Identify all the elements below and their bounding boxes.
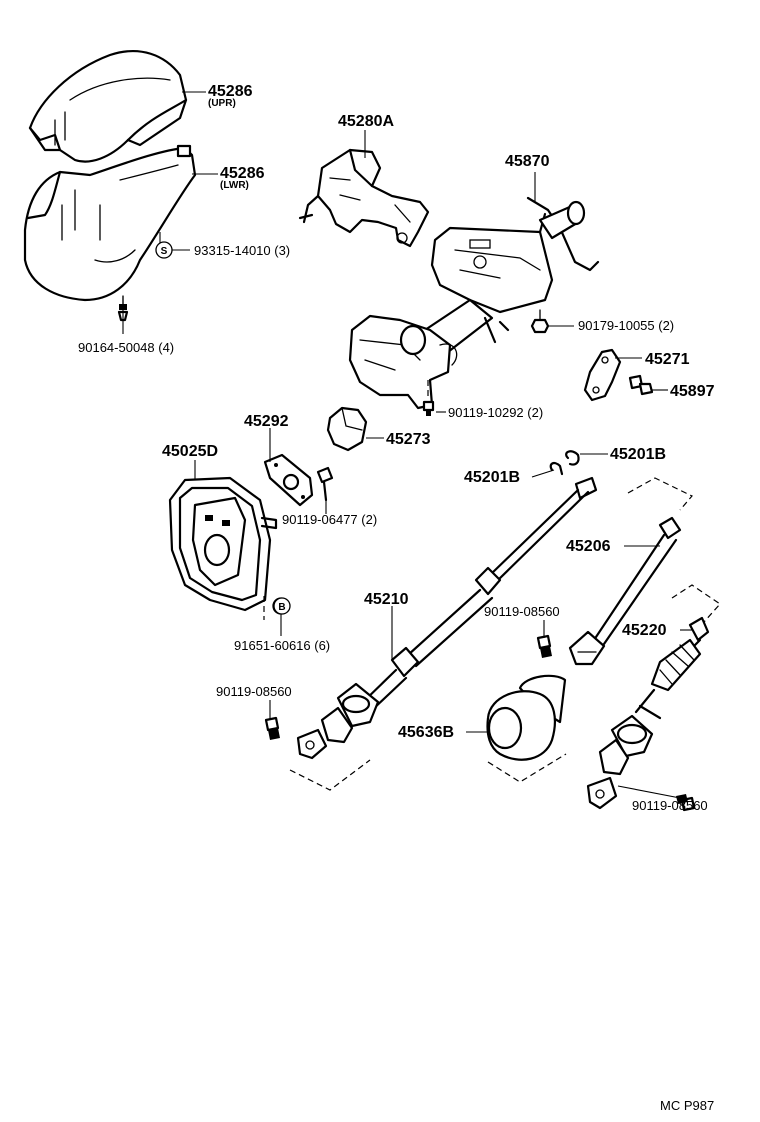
label-intermediate-shaft: 45220 (622, 622, 667, 639)
label-bushing: 45273 (386, 431, 431, 448)
lower-column-cover (23, 144, 197, 302)
label-lower-cover-note: (LWR) (220, 180, 249, 191)
bolt-90119-08560-mid-icon (536, 634, 552, 658)
label-bolt-90119-10292: 90119-10292 (2) (448, 405, 543, 420)
label-bolt-45897: 45897 (670, 383, 715, 400)
label-clamp: 45271 (645, 351, 690, 368)
nut-90179-10055-icon (530, 309, 550, 334)
b-badge: B (273, 597, 291, 615)
bolt-90119-06477-icon (316, 466, 334, 502)
label-hole-cover: 45025D (162, 443, 218, 460)
column-hole-cover-45025D (168, 476, 278, 612)
label-bolt-90119-06477: 90119-06477 (2) (282, 512, 377, 527)
label-snap-ring-right: 45201B (610, 446, 666, 463)
label-bolt-joint-mid: 90119-08560 (484, 604, 560, 619)
snap-ring-left-45201B (549, 461, 564, 476)
s-badge: S (155, 241, 173, 259)
label-column-bracket: 45280A (338, 113, 394, 130)
s-badge-text: S (161, 246, 168, 257)
main-shaft-45210 (296, 476, 598, 760)
page-code: MC P987 (660, 1098, 714, 1113)
clamp-45271 (583, 348, 622, 402)
label-clip-91651: 91651-60616 (6) (234, 638, 330, 653)
bolt-90119-10292-icon (422, 380, 435, 416)
snap-ring-right-45201B (565, 450, 580, 466)
label-snap-ring-left: 45201B (464, 469, 520, 486)
upper-column-cover (28, 50, 188, 163)
guide-line-left (289, 759, 371, 791)
bolt-45897-icon (628, 374, 654, 396)
column-bracket-45280A (298, 148, 430, 248)
label-boot: 45636B (398, 724, 454, 741)
intermediate-shaft-45220 (586, 584, 721, 810)
label-column-assy: 45870 (505, 153, 550, 170)
label-main-shaft: 45210 (364, 591, 409, 608)
label-bolt-joint-left: 90119-08560 (216, 684, 292, 699)
label-screw-93315: 93315-14010 (3) (194, 243, 290, 258)
bolt-90119-08560-left-icon (264, 716, 280, 740)
b-badge-text: B (278, 602, 285, 613)
cover-plate-45292 (263, 453, 314, 507)
label-upper-cover: 45286 (208, 83, 253, 100)
label-screw-90164: 90164-50048 (4) (78, 340, 174, 355)
bolt-90119-08560-right-icon (676, 794, 696, 812)
label-bolt-joint-right: 90119-08560 (632, 798, 708, 813)
label-lower-cover: 45286 (220, 165, 265, 182)
label-upper-cover-note: (UPR) (208, 98, 236, 109)
bushing-45273 (326, 406, 368, 452)
dust-boot-45636B (486, 674, 567, 783)
upper-shaft-45206 (568, 477, 693, 666)
label-nut-90179: 90179-10055 (2) (578, 318, 674, 333)
leader-lines (122, 91, 692, 799)
label-upper-shaft: 45206 (566, 538, 611, 555)
label-cover-plate: 45292 (244, 413, 289, 430)
steering-column-assy-45870 (348, 196, 600, 410)
